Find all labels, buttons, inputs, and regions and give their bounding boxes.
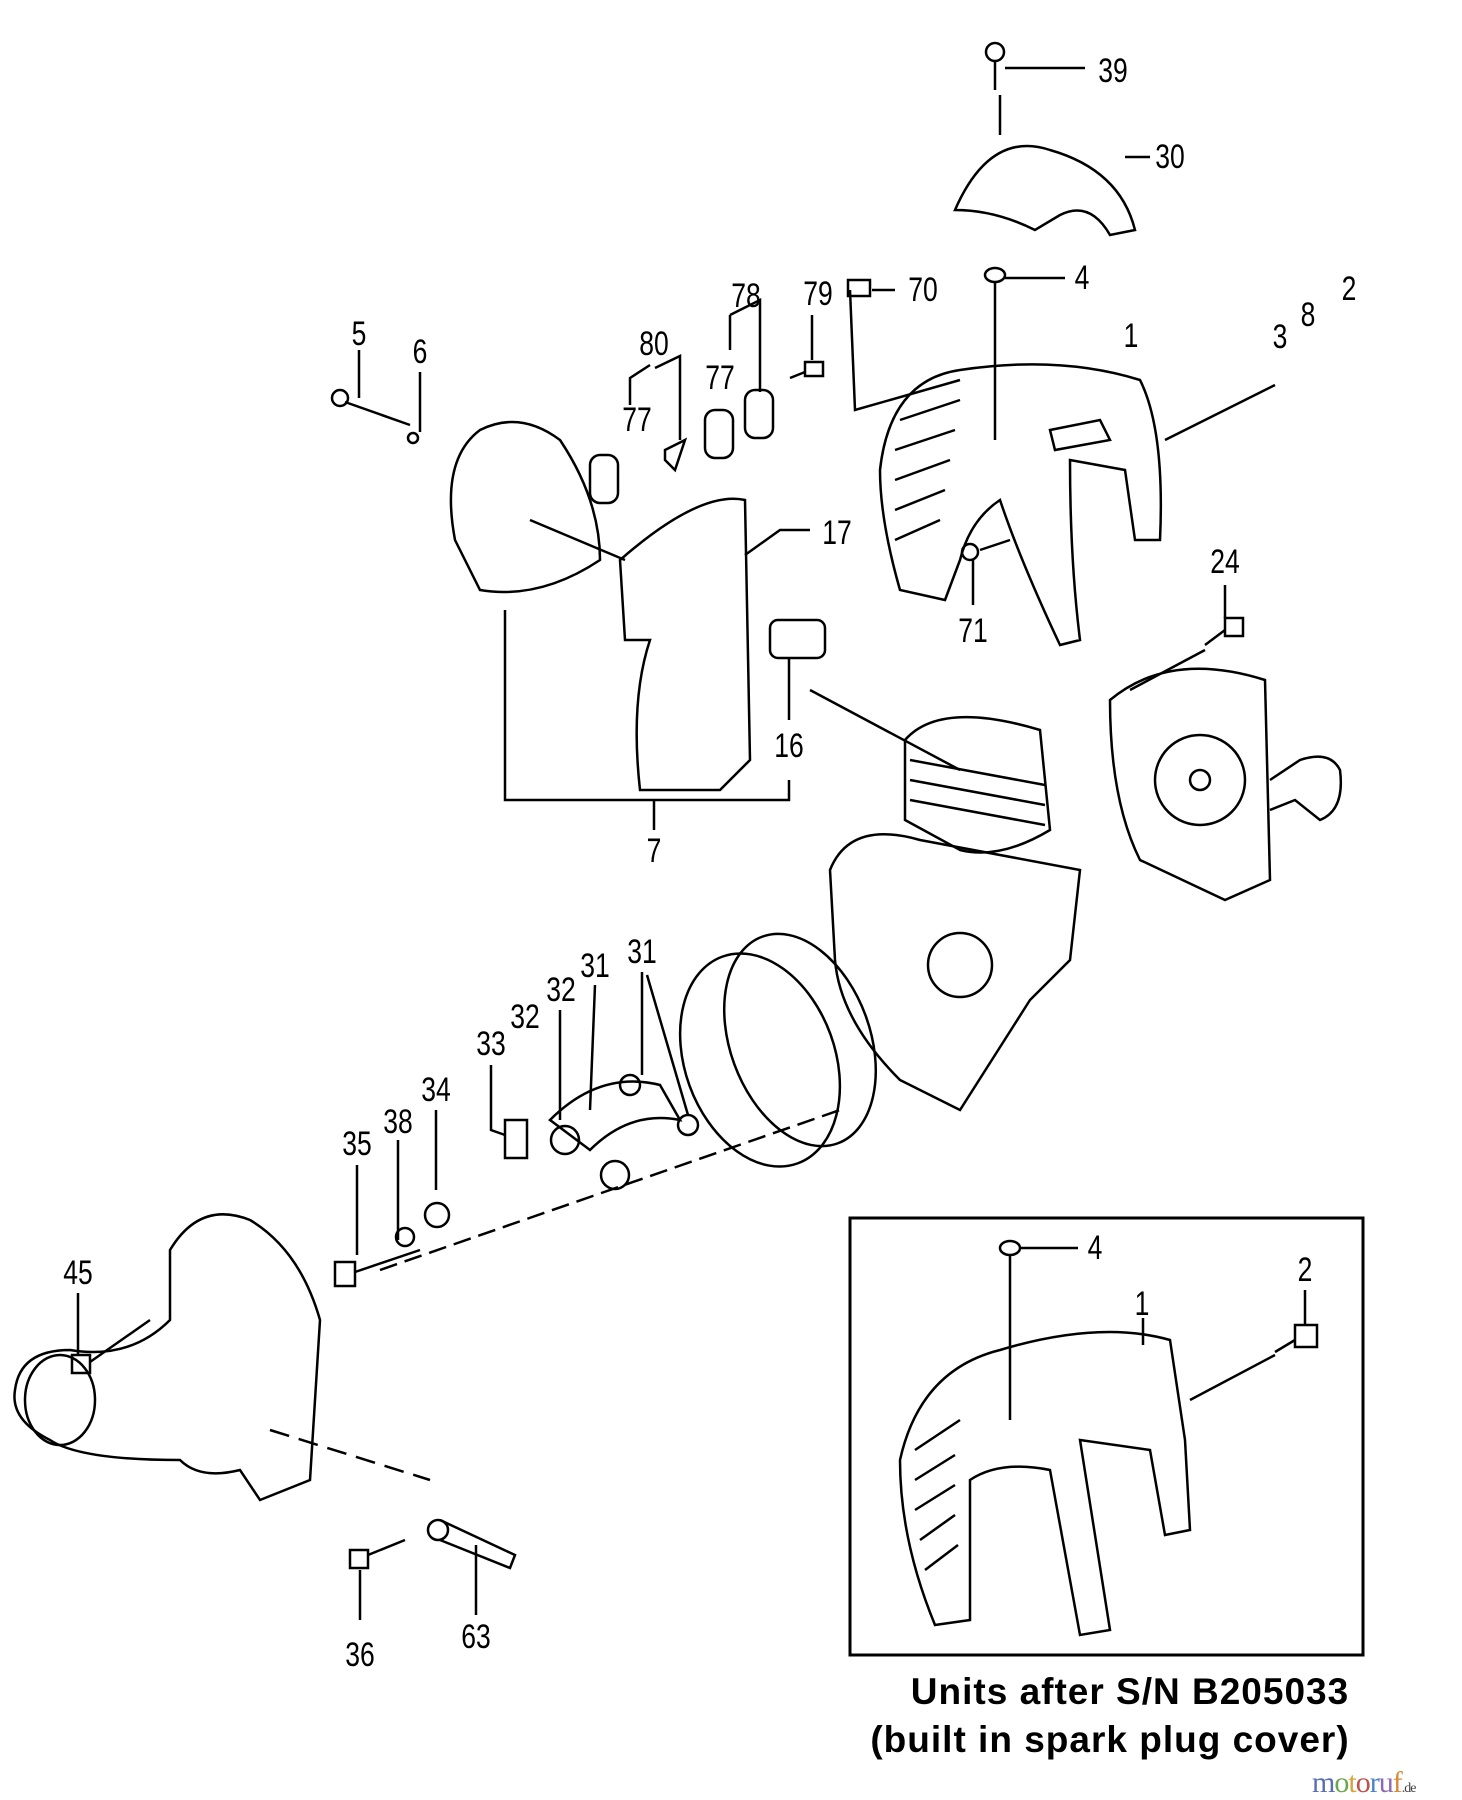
- watermark-letter: o: [1334, 1766, 1349, 1799]
- watermark-suffix: .de: [1401, 1781, 1417, 1796]
- gear-case: [13, 1213, 322, 1502]
- part-label-78: 78: [731, 277, 761, 315]
- part-label-8: 8: [1300, 296, 1316, 334]
- watermark-letter: t: [1348, 1766, 1356, 1799]
- spring-80: [663, 437, 688, 473]
- inset-box: [848, 1216, 1365, 1657]
- part-label-63: 63: [461, 1618, 491, 1656]
- part-label-32: 32: [510, 998, 540, 1036]
- part-label-39: 39: [1098, 52, 1128, 90]
- inset-label-4: 4: [1087, 1229, 1103, 1267]
- screw-4-icon: [983, 266, 1065, 440]
- washer-31a-icon: [618, 1073, 642, 1097]
- washer-38-icon: [394, 1226, 416, 1248]
- gasket-77b: [703, 408, 735, 460]
- watermark-logo: motoruf.de: [1312, 1766, 1417, 1799]
- bolt-45-icon: [70, 1293, 151, 1375]
- inset-label-2: 2: [1297, 1251, 1313, 1289]
- bolt-24-icon: [1129, 585, 1245, 692]
- part-label-16: 16: [774, 727, 804, 765]
- gasket-78: [743, 388, 775, 440]
- cylinder: [903, 715, 1052, 854]
- clutch-shoe: [548, 1080, 683, 1152]
- part-label-5: 5: [351, 315, 367, 353]
- recoil-starter: [1108, 667, 1272, 902]
- part-label-71: 71: [958, 612, 988, 650]
- watermark-letter: f: [1392, 1766, 1403, 1799]
- spring-33-icon: [503, 1118, 529, 1160]
- inset-label-1: 1: [1134, 1285, 1150, 1323]
- part-label-79: 79: [803, 275, 833, 313]
- flywheel: [678, 952, 842, 1168]
- part-label-30: 30: [1155, 138, 1185, 176]
- part-label-80: 80: [639, 325, 669, 363]
- gasket-77a: [588, 453, 620, 505]
- washer-34-icon: [423, 1201, 451, 1229]
- watermark-letter: m: [1312, 1766, 1335, 1799]
- grommet-71-icon: [960, 542, 980, 562]
- part-label-34: 34: [421, 1071, 451, 1109]
- bolt-36-icon: [348, 1538, 406, 1620]
- screw-39-icon: [984, 41, 1085, 90]
- part-label-31: 31: [580, 947, 610, 985]
- part-label-38: 38: [383, 1103, 413, 1141]
- crankcase: [828, 833, 1082, 1112]
- part-label-32: 32: [546, 971, 576, 1009]
- insulator-plate-17: [618, 497, 752, 792]
- inset-caption-line1: Units after S/N B205033: [910, 1671, 1350, 1712]
- part-label-2: 2: [1341, 270, 1357, 308]
- part-label-77: 77: [705, 359, 735, 397]
- part-label-36: 36: [345, 1636, 375, 1674]
- part-label-7: 7: [646, 832, 662, 870]
- watermark-letter: r: [1369, 1766, 1380, 1799]
- air-cleaner-cover: [449, 420, 602, 594]
- inset-caption-line2: (built in spark plug cover): [870, 1719, 1350, 1760]
- washer-6-icon: [406, 372, 422, 445]
- inset-bolt-2-icon: [1189, 1290, 1319, 1402]
- spark-plug-cover-30: [953, 144, 1137, 237]
- part-label-70: 70: [908, 271, 938, 309]
- part-label-1: 1: [1123, 317, 1139, 355]
- bolt-35-icon: [333, 1248, 421, 1288]
- inset-screw-4-icon: [998, 1239, 1078, 1420]
- part-label-24: 24: [1210, 543, 1240, 581]
- inset-cover-1: [898, 1330, 1192, 1637]
- engine-cover-1: [878, 363, 1163, 647]
- part-label-4: 4: [1074, 259, 1090, 297]
- part-label-45: 45: [63, 1254, 93, 1292]
- nut-70-icon: [846, 278, 872, 298]
- part-label-3: 3: [1272, 318, 1288, 356]
- part-label-35: 35: [342, 1125, 372, 1163]
- part-label-33: 33: [476, 1025, 506, 1063]
- watermark-letter: u: [1378, 1766, 1394, 1799]
- watermark-letter: o: [1355, 1766, 1371, 1799]
- part-label-77: 77: [622, 401, 652, 439]
- bolt-5-icon: [330, 350, 411, 427]
- starter-handle: [1269, 755, 1343, 822]
- part-label-6: 6: [412, 333, 428, 371]
- gasket-16: [768, 618, 827, 660]
- part-label-31: 31: [627, 933, 657, 971]
- part-label-17: 17: [822, 514, 852, 552]
- bolt-79-icon: [789, 315, 825, 380]
- rod-63: [426, 1518, 517, 1615]
- washer-31b-icon: [676, 1113, 700, 1137]
